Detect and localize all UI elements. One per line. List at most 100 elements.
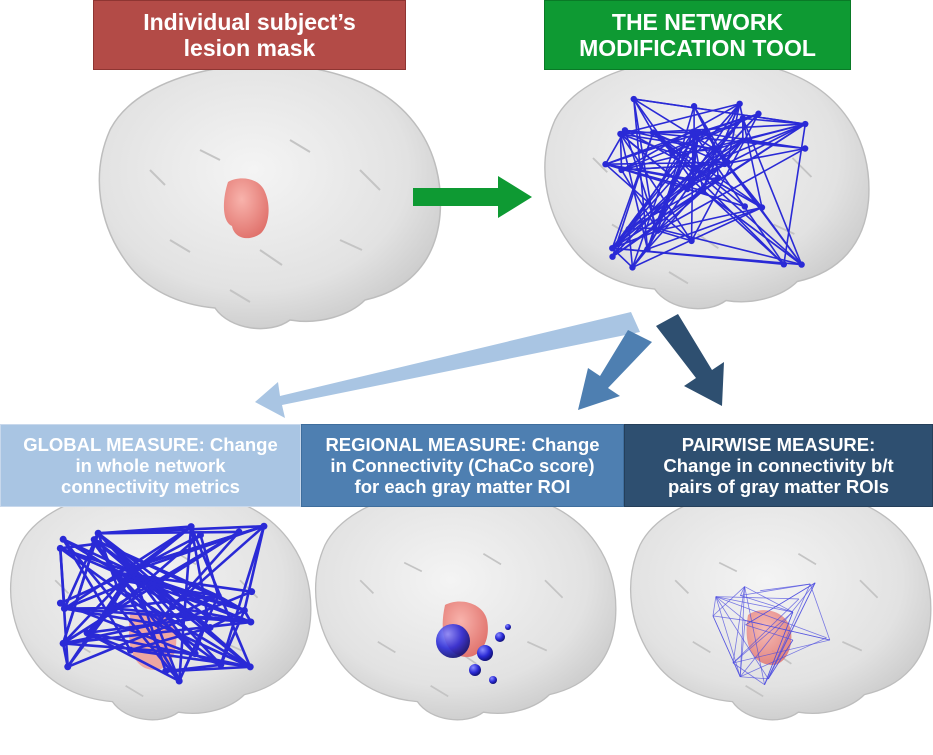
network-node: [801, 145, 809, 152]
network-node: [107, 604, 115, 612]
network-node: [629, 264, 636, 271]
network-node: [83, 629, 91, 637]
network-edge: [724, 147, 806, 165]
lesion-mask-label: Individual subject’s lesion mask: [93, 0, 406, 70]
regional-measure-line: for each gray matter ROI: [354, 476, 571, 498]
network-edge: [672, 148, 716, 154]
network-edge: [207, 615, 251, 624]
lesion-mask-label-line: lesion mask: [183, 35, 316, 61]
network-graph-icon: [56, 522, 268, 685]
network-edge: [97, 532, 174, 608]
network-node: [94, 529, 102, 537]
network-edge: [621, 163, 725, 171]
network-edge: [693, 123, 806, 170]
network-edge: [646, 230, 659, 250]
network-edge: [698, 131, 806, 150]
network-node: [644, 245, 651, 253]
network-node: [235, 528, 243, 536]
network-edge: [712, 586, 745, 617]
network-edge: [654, 227, 802, 266]
network-edge: [619, 133, 623, 170]
network-edge: [132, 573, 167, 672]
network-node: [695, 129, 702, 136]
network-node: [60, 605, 68, 613]
pairwise-edges-icon: [712, 582, 831, 686]
network-edge: [93, 538, 181, 682]
network-edge: [760, 583, 811, 592]
pairwise-measure-line: pairs of gray matter ROIs: [667, 476, 890, 498]
network-node: [59, 535, 67, 543]
network-edge: [715, 596, 793, 613]
network-edge: [165, 663, 221, 673]
network-node: [56, 544, 64, 552]
pairwise-measure-line: Change in connectivity b/t: [663, 454, 894, 476]
network-node: [701, 129, 708, 136]
network-edge: [605, 112, 759, 165]
regional-measure-line: REGIONAL MEASURE: Change: [325, 433, 600, 455]
network-node: [127, 567, 135, 575]
network-node: [204, 613, 212, 621]
network-node: [739, 137, 747, 144]
network-edge: [620, 169, 659, 232]
network-edge: [115, 571, 245, 612]
network-node: [618, 166, 625, 174]
network-edge: [693, 105, 717, 150]
network-edge: [764, 611, 794, 685]
network-node: [609, 244, 616, 252]
network-node: [191, 650, 199, 658]
network-edge: [632, 98, 649, 250]
network-node: [196, 531, 204, 539]
network-node: [689, 128, 697, 136]
network-node: [247, 618, 255, 626]
network-node: [669, 149, 676, 157]
network-node: [169, 603, 177, 611]
network-edge: [715, 596, 769, 680]
network-edge: [631, 180, 694, 268]
network-edge: [177, 526, 193, 682]
network-edge: [605, 163, 746, 208]
network-edge: [611, 123, 806, 249]
network-node: [217, 661, 225, 669]
network-node: [684, 185, 691, 193]
network-edge: [611, 132, 654, 257]
network-node: [240, 606, 248, 614]
network-edge: [620, 103, 740, 135]
network-edge: [130, 626, 211, 652]
network-edge: [702, 103, 741, 192]
global-measure-line: connectivity metrics: [61, 476, 240, 498]
network-node: [153, 620, 161, 628]
network-edge: [690, 131, 694, 241]
network-node: [758, 204, 766, 211]
network-edge: [692, 131, 704, 192]
network-edge: [633, 98, 806, 125]
network-edge: [633, 98, 716, 151]
brain-regional-image: [314, 486, 617, 721]
network-edge: [742, 123, 806, 142]
network-node: [113, 583, 121, 591]
brain-pairwise-image: [629, 486, 932, 721]
network-edge: [745, 624, 794, 641]
network-node: [56, 599, 64, 607]
network-edge: [604, 163, 693, 242]
network-node: [617, 130, 624, 138]
network-node: [126, 646, 134, 654]
network-node: [162, 667, 170, 675]
network-node: [798, 261, 805, 268]
network-edge: [632, 98, 656, 229]
network-edge: [702, 190, 803, 266]
network-node: [651, 224, 658, 232]
network-node: [715, 174, 722, 181]
network-edge: [739, 586, 746, 677]
network-node: [112, 569, 120, 577]
network-node: [246, 663, 254, 671]
network-edge: [744, 586, 794, 613]
network-node: [187, 523, 195, 531]
network-edge: [110, 530, 240, 610]
regional-measure-label: REGIONAL MEASURE: Change in Connectivity…: [301, 424, 624, 507]
network-node: [688, 176, 695, 183]
network-node: [260, 522, 268, 530]
network-edge: [745, 582, 816, 626]
brain-lesion-mask-image: [98, 63, 442, 330]
